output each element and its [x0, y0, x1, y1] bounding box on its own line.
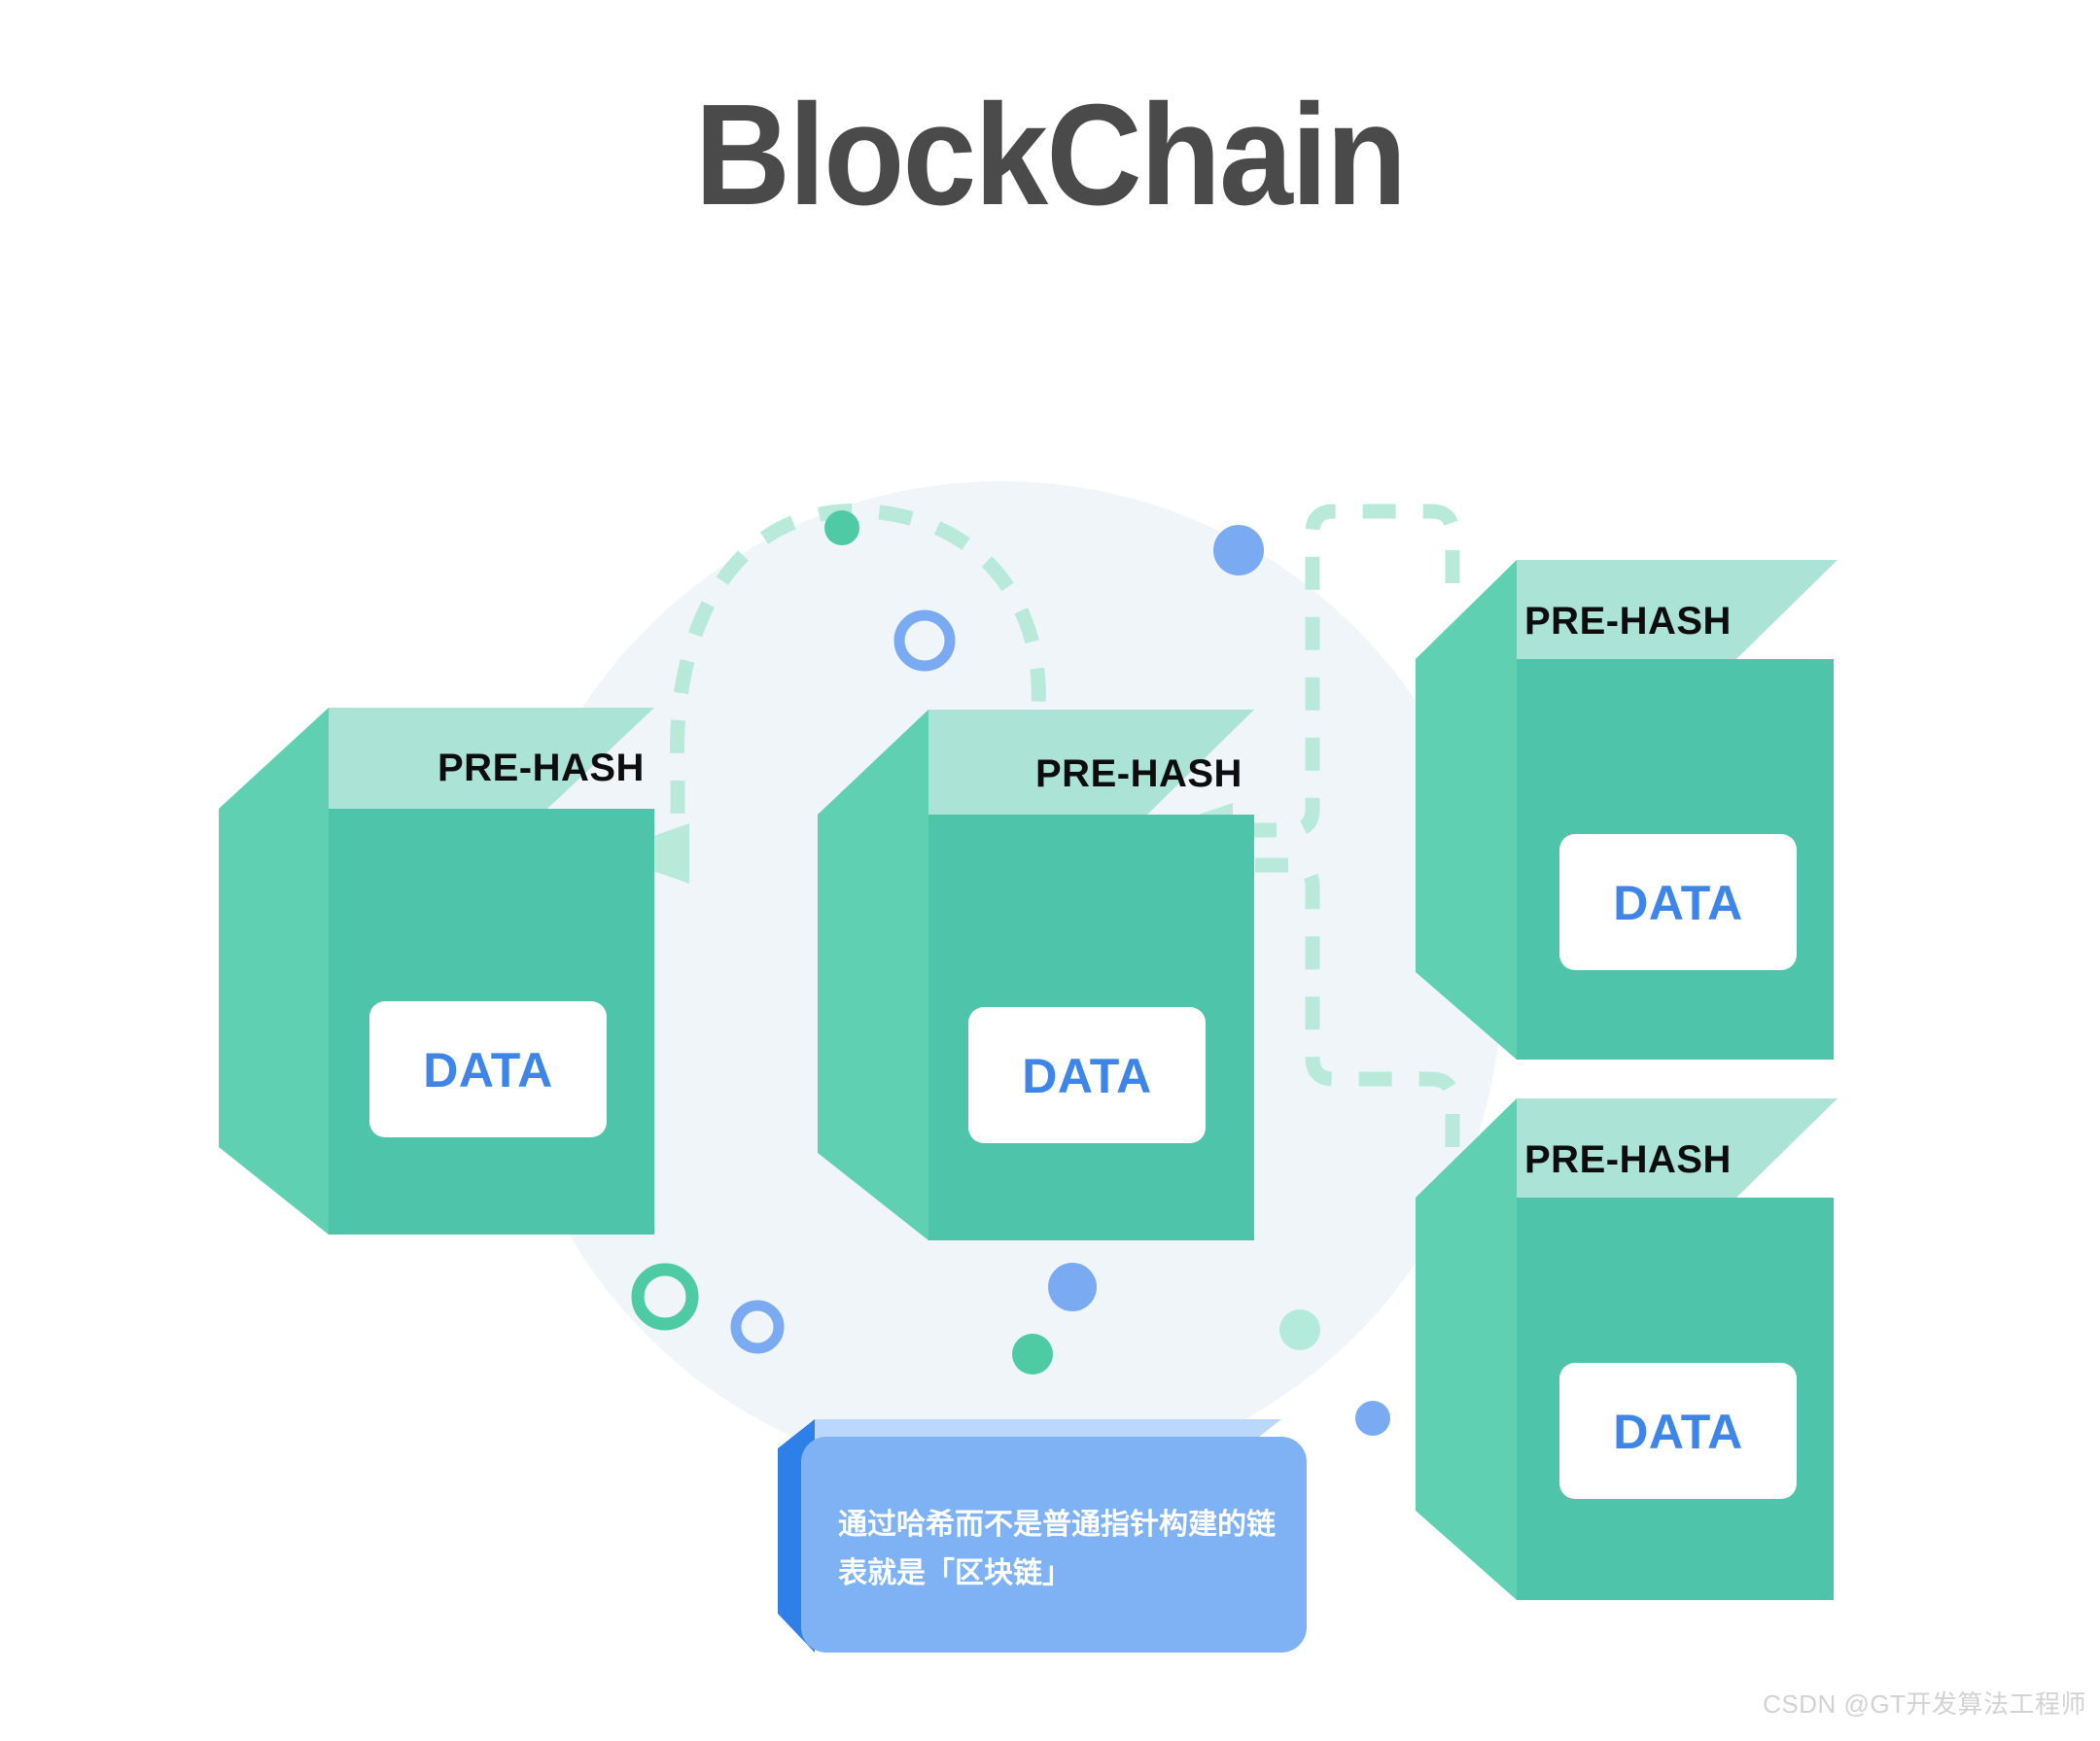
block-top-right-data-box — [1559, 834, 1797, 970]
watermark: CSDN @GT开发算法工程师 — [1763, 1689, 2086, 1719]
connector-topright-to-middle — [1233, 504, 1460, 838]
block-bottom-right-data-label: DATA — [1613, 1405, 1742, 1459]
cube-side-face — [219, 708, 329, 1235]
block-left[interactable]: PRE-HASH DATA — [219, 708, 654, 1235]
cube-top-face — [1416, 1098, 1838, 1198]
block-bottom-right-data-box — [1559, 1363, 1797, 1499]
block-middle[interactable]: PRE-HASH DATA — [818, 710, 1254, 1240]
cube-top-face — [1416, 560, 1838, 659]
connector-group — [670, 504, 1460, 1147]
connector-middle-to-left — [670, 504, 1046, 828]
decoration-group — [631, 510, 1390, 1436]
dot-green-pale-right — [1279, 1309, 1320, 1350]
page-title: BlockChain — [694, 75, 1407, 235]
tooltip-line-2: 表就是「区块链」 — [838, 1556, 1071, 1589]
tooltip-line-1: 通过哈希而不是普通指针构建的链 — [838, 1508, 1276, 1541]
cube-side-face — [1416, 1098, 1517, 1600]
connector-bottomright-to-middle — [1239, 857, 1460, 1147]
ring-blue-lower — [730, 1300, 785, 1354]
cube-side-face — [1416, 560, 1517, 1060]
block-middle-data-label: DATA — [1022, 1049, 1151, 1103]
block-bottom-right-hash-label: PRE-HASH — [1524, 1138, 1732, 1181]
ring-blue-upper — [893, 609, 956, 672]
block-left-hash-label: PRE-HASH — [438, 747, 645, 789]
tooltip-body — [801, 1437, 1307, 1653]
block-middle-data-box — [968, 1007, 1206, 1143]
block-left-data-box — [369, 1001, 607, 1137]
ring-green-lower — [631, 1263, 699, 1331]
block-middle-hash-label: PRE-HASH — [1035, 752, 1242, 795]
block-bottom-right[interactable]: PRE-HASH DATA — [1416, 1098, 1838, 1600]
cube-side-face — [818, 710, 928, 1240]
dot-green-mid — [1012, 1334, 1053, 1375]
dot-green-top — [824, 510, 859, 545]
block-top-right-data-label: DATA — [1613, 876, 1742, 930]
tooltip-callout[interactable]: 通过哈希而不是普通指针构建的链 表就是「区块链」 — [778, 1419, 1307, 1653]
block-left-data-label: DATA — [423, 1043, 552, 1097]
dot-blue-mid — [1048, 1263, 1097, 1311]
dot-blue-lower-right — [1355, 1401, 1390, 1436]
block-top-right[interactable]: PRE-HASH DATA — [1416, 560, 1838, 1060]
block-top-right-hash-label: PRE-HASH — [1524, 600, 1732, 643]
dot-blue-top — [1213, 525, 1264, 575]
